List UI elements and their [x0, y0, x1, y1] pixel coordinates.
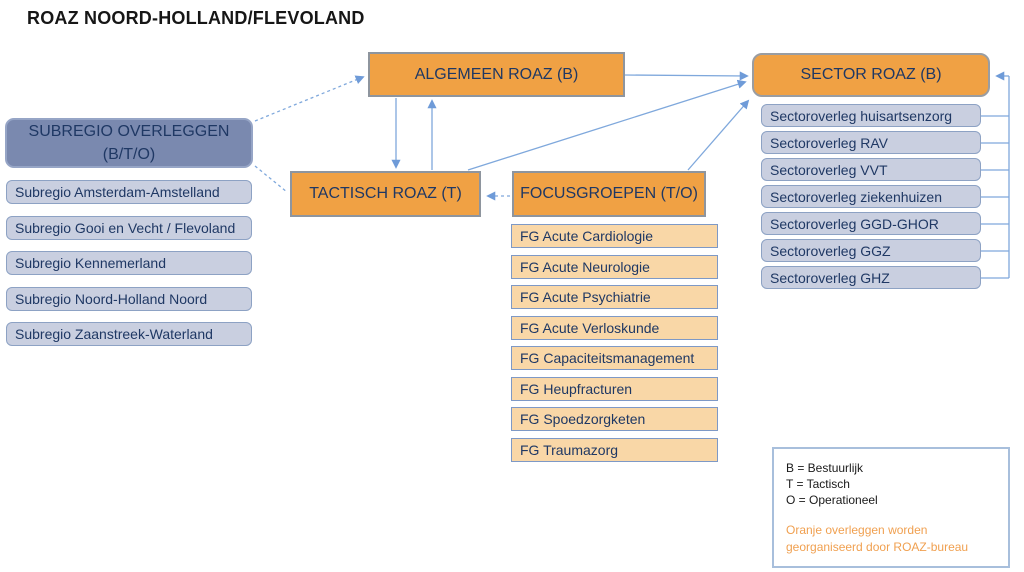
subregio-item: Subregio Kennemerland	[6, 251, 252, 275]
sectoroverleg-item: Sectoroverleg GGD-GHOR	[761, 212, 981, 235]
node-algemeen-roaz: ALGEMEEN ROAZ (B)	[368, 52, 625, 97]
legend-line-o: O = Operationeel	[786, 493, 878, 507]
sectoroverleg-item: Sectoroverleg huisartsenzorg	[761, 104, 981, 127]
legend-note: Oranje overleggen worden georganiseerd d…	[786, 523, 969, 554]
focusgroep-item: FG Acute Verloskunde	[511, 316, 718, 340]
sectoroverleg-item: Sectoroverleg RAV	[761, 131, 981, 154]
legend-line-b: B = Bestuurlijk	[786, 461, 864, 475]
node-sector-roaz: SECTOR ROAZ (B)	[752, 53, 990, 97]
subregio-item: Subregio Noord-Holland Noord	[6, 287, 252, 311]
node-focusgroepen-label: FOCUSGROEPEN (T/O)	[520, 185, 698, 202]
legend-line-t: T = Tactisch	[786, 477, 850, 491]
focusgroep-item: FG Acute Neurologie	[511, 255, 718, 279]
subregio-item: Subregio Amsterdam-Amstelland	[6, 180, 252, 204]
node-sector-roaz-label: SECTOR ROAZ (B)	[800, 66, 942, 83]
focusgroep-item: FG Capaciteitsmanagement	[511, 346, 718, 370]
sectoroverleg-item: Sectoroverleg ziekenhuizen	[761, 185, 981, 208]
subregio-item: Subregio Gooi en Vecht / Flevoland	[6, 216, 252, 240]
node-tactisch-roaz: TACTISCH ROAZ (T)	[290, 171, 481, 217]
focusgroep-item: FG Acute Psychiatrie	[511, 285, 718, 309]
focusgroep-item: FG Acute Cardiologie	[511, 224, 718, 248]
focusgroep-item: FG Traumazorg	[511, 438, 718, 462]
node-subregio-overleggen-label-line1: SUBREGIO OVERLEGGEN	[28, 122, 230, 140]
sectoroverleg-item: Sectoroverleg GGZ	[761, 239, 981, 262]
sectoroverleg-item: Sectoroverleg GHZ	[761, 266, 981, 289]
sectoroverleg-item: Sectoroverleg VVT	[761, 158, 981, 181]
focusgroep-item: FG Heupfracturen	[511, 377, 718, 401]
focusgroep-item: FG Spoedzorgketen	[511, 407, 718, 431]
node-tactisch-roaz-label: TACTISCH ROAZ (T)	[309, 185, 462, 202]
node-subregio-overleggen-label-line2: (B/T/O)	[102, 146, 156, 163]
page-title: ROAZ NOORD-HOLLAND/FLEVOLAND	[27, 8, 365, 28]
node-algemeen-roaz-label: ALGEMEEN ROAZ (B)	[414, 65, 579, 83]
node-focusgroepen: FOCUSGROEPEN (T/O)	[512, 171, 706, 217]
legend-box: B = Bestuurlijk T = Tactisch O = Operati…	[772, 447, 1010, 568]
node-subregio-overleggen: SUBREGIO OVERLEGGEN (B/T/O)	[5, 118, 253, 168]
subregio-item: Subregio Zaanstreek-Waterland	[6, 322, 252, 346]
